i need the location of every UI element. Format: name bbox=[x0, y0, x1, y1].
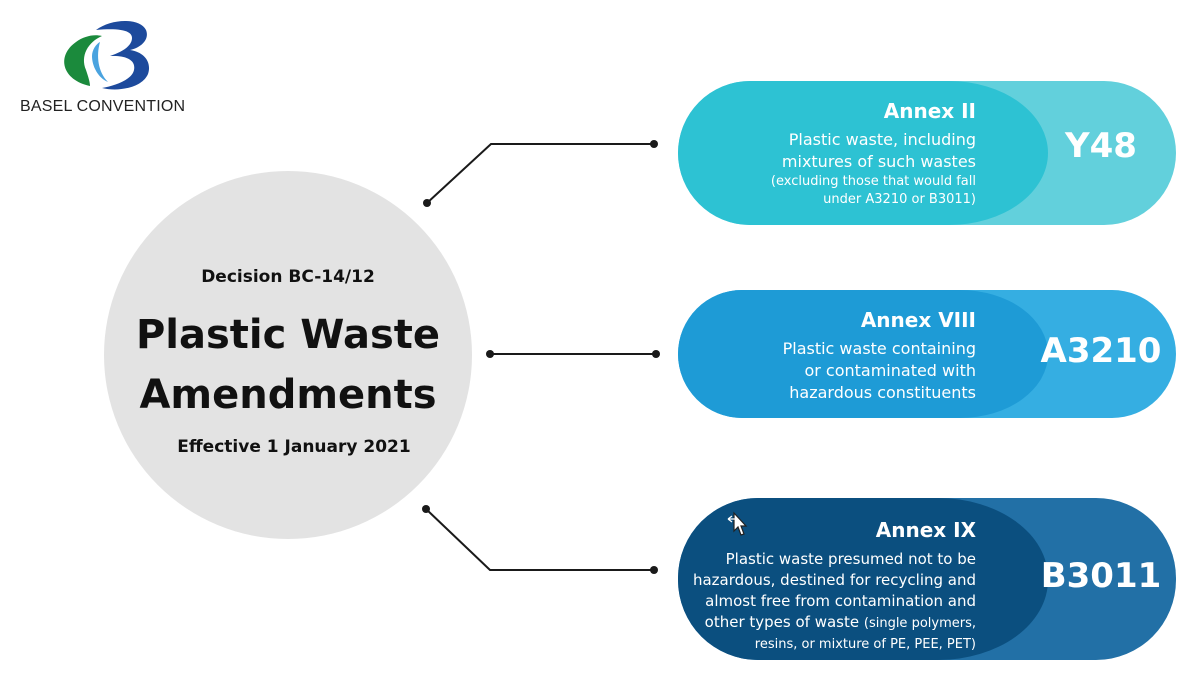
annex-body: Annex IX Plastic waste presumed not to b… bbox=[693, 517, 976, 655]
desc-line: other types of waste (single polymers, bbox=[693, 612, 976, 634]
connector-dot bbox=[650, 566, 658, 574]
desc-text: other types of waste bbox=[704, 613, 860, 631]
title-line: Amendments bbox=[139, 372, 437, 418]
inline-note: (single polymers, bbox=[863, 616, 976, 631]
connector-dot bbox=[486, 350, 494, 358]
text-zone bbox=[678, 81, 1048, 225]
basel-convention-logo: BASEL CONVENTION bbox=[18, 14, 198, 124]
move-cursor-icon bbox=[727, 511, 748, 536]
desc-line: resins, or mixture of PE, PEE, PET) bbox=[754, 637, 976, 652]
desc-line: hazardous, destined for recycling and bbox=[692, 571, 976, 589]
annex-description: Plastic waste, including mixtures of suc… bbox=[771, 129, 976, 173]
desc-line: Plastic waste containing bbox=[782, 339, 976, 358]
desc-line: mixtures of such wastes bbox=[781, 152, 976, 171]
annex-heading: Annex II bbox=[883, 99, 976, 123]
desc-line: almost free from contamination and bbox=[705, 592, 976, 610]
desc-line: Plastic waste, including bbox=[788, 130, 976, 149]
connector-dot bbox=[423, 199, 431, 207]
basel-b-logo-icon bbox=[64, 21, 150, 90]
decision-label: Decision BC-14/12 bbox=[201, 267, 375, 287]
desc-line: Plastic waste presumed not to be bbox=[725, 550, 976, 568]
connector-annex-ix bbox=[425, 508, 654, 571]
connector-dot bbox=[652, 350, 660, 358]
effective-date: Effective 1 January 2021 bbox=[177, 437, 411, 457]
logo-text: BASEL CONVENTION bbox=[20, 98, 186, 115]
annex-viii-card: Annex VIII Plastic waste containing or c… bbox=[678, 290, 1176, 418]
connector-dot bbox=[650, 140, 658, 148]
annex-body: Annex VIII Plastic waste containing or c… bbox=[783, 307, 976, 404]
annex-code: B3011 bbox=[1040, 556, 1162, 596]
central-circle: Decision BC-14/12 Plastic Waste Amendmen… bbox=[104, 171, 472, 539]
note-line: under A3210 or B3011) bbox=[823, 192, 976, 207]
annex-heading: Annex IX bbox=[875, 518, 976, 542]
annex-body: Annex II Plastic waste, including mixtur… bbox=[771, 98, 976, 209]
connector-annex-ii bbox=[426, 143, 654, 204]
annex-code: Y48 bbox=[1065, 126, 1137, 166]
annex-description: Plastic waste presumed not to be hazardo… bbox=[693, 549, 976, 655]
text-zone bbox=[678, 290, 1048, 418]
note-line: (excluding those that would fall bbox=[770, 174, 976, 189]
annex-description: Plastic waste containing or contaminated… bbox=[783, 338, 976, 404]
annex-note: (excluding those that would fall under A… bbox=[771, 173, 976, 209]
title-line: Plastic Waste bbox=[135, 312, 441, 358]
annex-code: A3210 bbox=[1040, 331, 1162, 371]
main-title: Plastic Waste Amendments bbox=[104, 305, 472, 425]
connector-dot bbox=[422, 505, 430, 513]
annex-ix-card: Annex IX Plastic waste presumed not to b… bbox=[678, 498, 1176, 660]
desc-line: or contaminated with bbox=[804, 361, 976, 380]
annex-ii-card: Annex II Plastic waste, including mixtur… bbox=[678, 81, 1176, 225]
desc-line: hazardous constituents bbox=[789, 383, 976, 402]
annex-heading: Annex VIII bbox=[860, 308, 976, 332]
